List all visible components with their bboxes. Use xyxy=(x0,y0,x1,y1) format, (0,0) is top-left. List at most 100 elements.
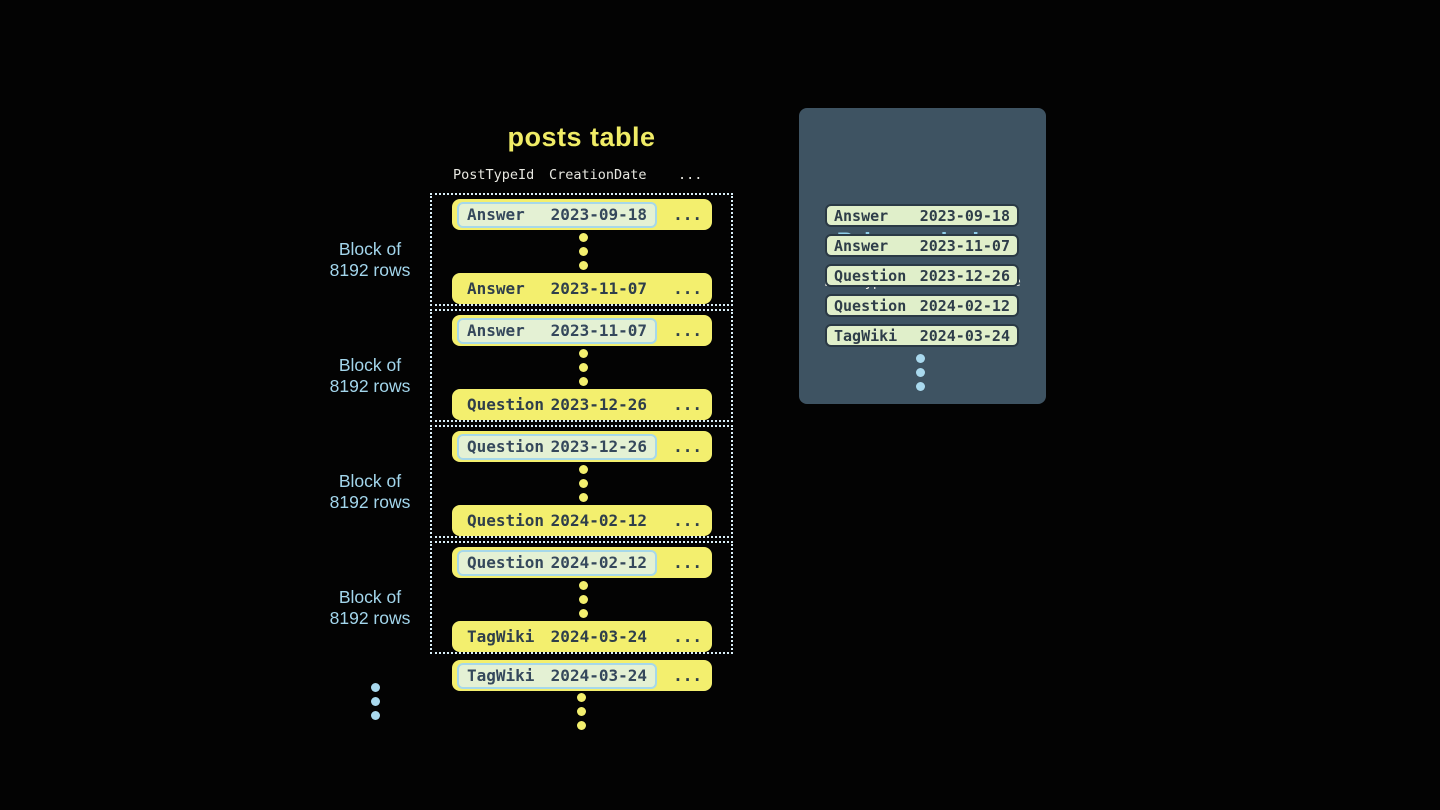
block-label-line2: 8192 rows xyxy=(329,608,411,628)
dot xyxy=(916,368,925,377)
row-cells: Question 2023-12-26 xyxy=(457,392,657,418)
posttypeid-value: Question xyxy=(467,437,545,456)
block-label-line1: Block of xyxy=(338,355,402,375)
table-row: Question 2023-12-26 ... xyxy=(452,389,712,420)
posttypeid-value: Answer xyxy=(467,205,525,224)
block-3: Question 2023-12-26 ... Question 2024-02… xyxy=(430,425,733,538)
creationdate-value: 2024-03-24 xyxy=(550,627,647,646)
posttypeid-value: TagWiki xyxy=(834,326,898,345)
table-row: Question 2024-02-12 ... xyxy=(452,505,712,536)
table-row-overflow: TagWiki 2024-03-24 ... xyxy=(452,660,712,691)
creationdate-value: 2024-02-12 xyxy=(550,511,647,530)
posts-table-title: posts table xyxy=(507,122,656,152)
index-row: TagWiki 2024-03-24 xyxy=(825,324,1019,347)
posttypeid-value: Question xyxy=(834,266,907,285)
posttypeid-value: Question xyxy=(467,511,545,530)
dot xyxy=(577,707,586,716)
block-1: Answer 2023-09-18 ... Answer 2023-11-07 … xyxy=(430,193,733,306)
row-ellipsis: ... xyxy=(673,627,702,646)
creationdate-value: 2024-03-24 xyxy=(550,666,647,685)
index-row: Answer 2023-11-07 xyxy=(825,234,1019,257)
block-2: Answer 2023-11-07 ... Question 2023-12-2… xyxy=(430,309,733,422)
dot xyxy=(579,609,588,618)
dot xyxy=(579,247,588,256)
posttypeid-value: Question xyxy=(834,296,907,315)
index-row: Question 2024-02-12 xyxy=(825,294,1019,317)
row-cells: Question 2024-02-12 xyxy=(457,508,657,534)
row-cells: Answer 2023-11-07 xyxy=(457,276,657,302)
posttypeid-value: Question xyxy=(467,553,545,572)
indexed-row-highlight: Question 2024-02-12 xyxy=(457,549,657,576)
index-row: Question 2023-12-26 xyxy=(825,264,1019,287)
row-ellipsis: ... xyxy=(673,666,702,685)
creationdate-value: 2024-02-12 xyxy=(550,553,647,572)
creationdate-value: 2023-11-07 xyxy=(550,279,647,298)
creationdate-value: 2023-12-26 xyxy=(550,437,647,456)
creationdate-value: 2023-11-07 xyxy=(550,321,647,340)
dot xyxy=(579,377,588,386)
creationdate-value: 2023-09-18 xyxy=(550,205,647,224)
ellipsis-dots xyxy=(579,465,588,502)
row-ellipsis: ... xyxy=(673,279,702,298)
ellipsis-dots xyxy=(579,233,588,270)
table-row: TagWiki 2024-03-24 ... xyxy=(452,621,712,652)
ellipsis-dots xyxy=(916,354,925,391)
dot xyxy=(371,683,380,692)
table-row: Question 2023-12-26 ... xyxy=(452,431,712,462)
dot xyxy=(916,354,925,363)
dot xyxy=(577,693,586,702)
column-header-ellipsis: ... xyxy=(678,167,703,183)
ellipsis-dots-blocks xyxy=(371,683,380,720)
block-label-line2: 8192 rows xyxy=(329,260,411,280)
ellipsis-dots xyxy=(579,581,588,618)
posttypeid-value: Question xyxy=(467,395,545,414)
column-header-posttypeid: PostTypeId xyxy=(453,167,535,183)
primary-index-panel: Primary index PostTypeId CreationDate An… xyxy=(799,108,1046,404)
dot xyxy=(579,363,588,372)
block-label-3: Block of 8192 rows xyxy=(320,471,420,513)
creationdate-value: 2024-02-12 xyxy=(919,296,1010,315)
row-ellipsis: ... xyxy=(673,511,702,530)
block-label-4: Block of 8192 rows xyxy=(320,587,420,629)
block-label-line2: 8192 rows xyxy=(329,376,411,396)
ellipsis-dots xyxy=(579,349,588,386)
ellipsis-dots xyxy=(577,693,586,730)
posttypeid-value: Answer xyxy=(467,321,525,340)
indexed-row-highlight: Answer 2023-09-18 xyxy=(457,201,657,228)
block-label-line2: 8192 rows xyxy=(329,492,411,512)
dot xyxy=(579,493,588,502)
row-ellipsis: ... xyxy=(673,395,702,414)
posttypeid-value: TagWiki xyxy=(467,627,535,646)
dot xyxy=(579,465,588,474)
posttypeid-value: Answer xyxy=(467,279,525,298)
posttypeid-value: Answer xyxy=(834,206,889,225)
indexed-row-highlight: Question 2023-12-26 xyxy=(457,433,657,460)
row-ellipsis: ... xyxy=(673,437,702,456)
creationdate-value: 2023-12-26 xyxy=(919,266,1010,285)
creationdate-value: 2023-12-26 xyxy=(550,395,647,414)
block-label-line1: Block of xyxy=(338,471,402,491)
creationdate-value: 2023-11-07 xyxy=(919,236,1010,255)
dot xyxy=(579,233,588,242)
block-label-line1: Block of xyxy=(338,587,402,607)
posttypeid-value: Answer xyxy=(834,236,889,255)
block-label-line1: Block of xyxy=(338,239,402,259)
dot xyxy=(579,595,588,604)
row-ellipsis: ... xyxy=(673,205,702,224)
block-4: Question 2024-02-12 ... TagWiki 2024-03-… xyxy=(430,541,733,654)
creationdate-value: 2023-09-18 xyxy=(919,206,1010,225)
row-cells: TagWiki 2024-03-24 xyxy=(457,624,657,650)
indexed-row-highlight: TagWiki 2024-03-24 xyxy=(457,662,657,689)
dot xyxy=(579,479,588,488)
dot xyxy=(916,382,925,391)
dot xyxy=(371,711,380,720)
index-row: Answer 2023-09-18 xyxy=(825,204,1019,227)
row-ellipsis: ... xyxy=(673,553,702,572)
table-row: Answer 2023-11-07 ... xyxy=(452,315,712,346)
block-label-1: Block of 8192 rows xyxy=(320,239,420,281)
posttypeid-value: TagWiki xyxy=(467,666,535,685)
table-row: Answer 2023-11-07 ... xyxy=(452,273,712,304)
dot xyxy=(371,697,380,706)
dot xyxy=(579,349,588,358)
